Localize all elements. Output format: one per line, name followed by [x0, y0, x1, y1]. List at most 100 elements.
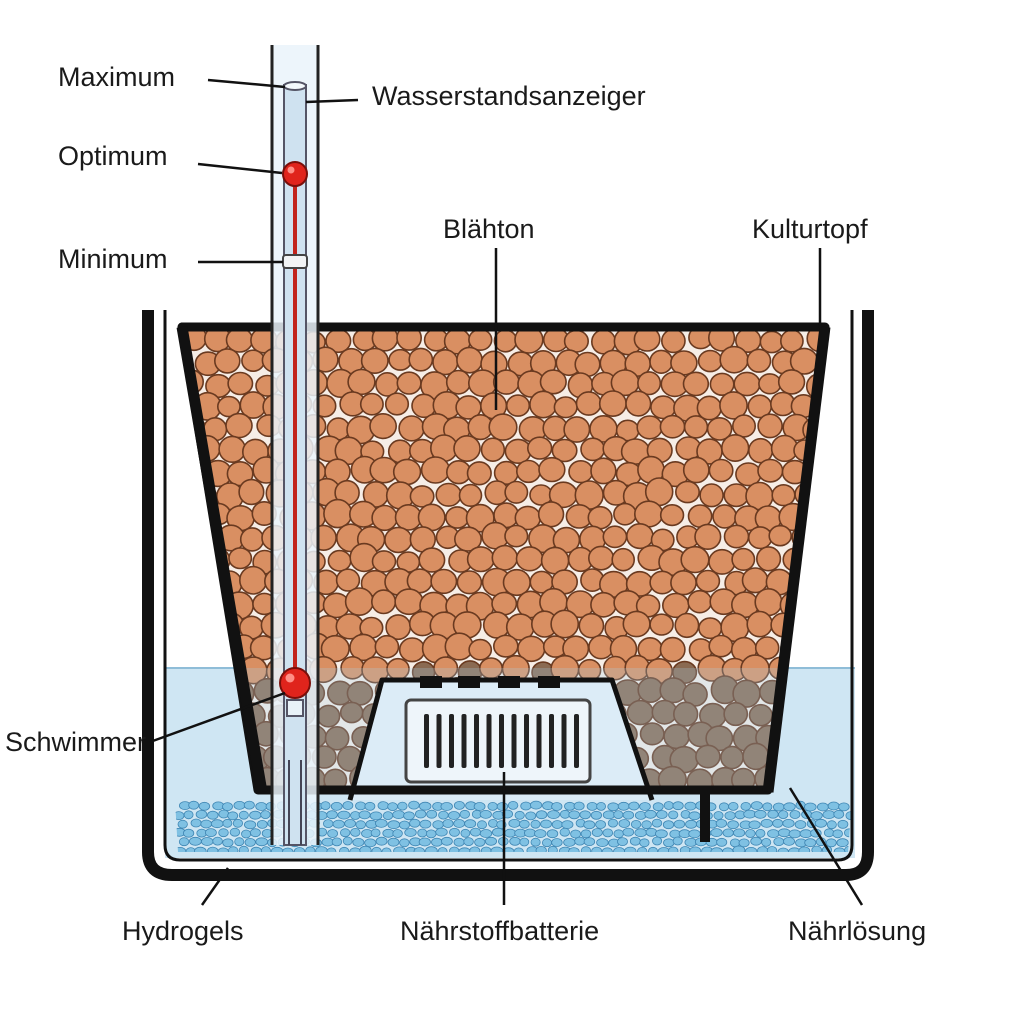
clay-ball [182, 395, 192, 421]
clay-ball [526, 436, 553, 460]
hydrogel-bead [833, 809, 845, 819]
hydrogel-bead [724, 811, 736, 820]
clay-ball [182, 612, 197, 637]
hydrogel-bead [672, 836, 683, 846]
hydrogel-bead [596, 802, 606, 811]
hydrogel-bead [487, 819, 498, 828]
hydrogel-bead [243, 800, 255, 810]
hydrogel-bead [823, 828, 835, 838]
label-hydrogels: Hydrogels [122, 916, 244, 946]
hydrogel-bead [232, 818, 243, 828]
battery-vent-slot [424, 714, 429, 768]
clay-ball [819, 614, 825, 641]
hydrogel-bead [507, 801, 519, 810]
clay-ball [568, 460, 594, 484]
clay-ball [563, 329, 590, 353]
hydrogel-bead [207, 810, 219, 820]
battery-vent-slot [574, 714, 579, 768]
clay-ball [396, 327, 423, 351]
hydrogel-bead [222, 802, 233, 811]
hydrogel-bead [194, 846, 207, 852]
hydrogel-bead [745, 829, 756, 838]
hydrogel-bead [238, 810, 249, 820]
hydrogel-bead [381, 847, 392, 852]
clay-ball [802, 592, 825, 620]
clay-ball [777, 369, 806, 395]
hydrogel-bead [773, 837, 785, 846]
battery-vent-slot [549, 714, 554, 768]
hydrogel-bead [551, 802, 563, 811]
clay-ball [590, 591, 617, 618]
hydrogel-bead [344, 819, 357, 828]
label-float: Schwimmer [5, 727, 147, 757]
water-level-indicator [270, 45, 320, 846]
hydrogel-bead [320, 801, 331, 810]
clay-ball [790, 615, 816, 639]
clay-ball [398, 637, 426, 663]
optimum-marker-ball [282, 161, 308, 187]
hydrogel-bead [504, 828, 517, 838]
hydrogel-bead [183, 810, 194, 820]
hydrogel-bead [822, 810, 836, 819]
hydrogel-bead [479, 829, 493, 838]
hydrogel-bead [440, 802, 453, 811]
clay-ball [550, 609, 580, 639]
clay-ball [706, 416, 733, 441]
hydrogel-bead [496, 802, 509, 811]
hydrogel-bead [622, 827, 635, 837]
hydrogel-bead [710, 828, 723, 837]
hydrogel-bead [255, 802, 268, 811]
hydrogel-bead [355, 820, 366, 830]
hydrogel-bead [419, 801, 432, 811]
hydrogel-bead [371, 846, 382, 852]
clay-ball [227, 371, 254, 396]
clay-ball [633, 500, 664, 528]
battery-vent-slot [536, 714, 542, 768]
clay-ball [754, 636, 780, 660]
hydrogel-bead [596, 838, 609, 847]
hydrogel-bead [716, 837, 728, 847]
battery-vent-slot [524, 714, 529, 768]
hydrogel-bead [403, 811, 415, 821]
hydrogel-bead [392, 829, 403, 838]
clay-ball [649, 349, 674, 374]
hydrogel-bead [750, 836, 762, 846]
hydrogel-bead [212, 836, 223, 846]
hydrogel-bead [222, 818, 233, 828]
hydrogel-bead [668, 810, 679, 820]
hydrogel-bead [641, 820, 652, 830]
hydrogel-bead [534, 829, 547, 838]
hydrogel-bead [832, 829, 843, 839]
hydrogel-bead [453, 837, 465, 847]
clay-ball [214, 348, 241, 374]
hydrogel-bead [281, 847, 294, 852]
label-maximum: Maximum [58, 62, 176, 92]
hydrogel-bead [520, 801, 532, 811]
clay-ball [504, 524, 529, 548]
clay-ball [504, 480, 529, 504]
clay-ball [674, 612, 700, 639]
hydrogel-bead [227, 811, 239, 821]
clay-ball [445, 506, 470, 529]
hydrogel-bead [370, 828, 381, 838]
clay-ball [225, 412, 253, 439]
hydrogel-bead [514, 810, 525, 820]
battery-vent-slot [561, 714, 567, 768]
hydrogel-bead [330, 802, 343, 811]
clay-ball [189, 567, 219, 595]
clay-ball [371, 504, 398, 532]
label-nutrient-solution: Nährlösung [788, 916, 927, 946]
hydrogel-bead [432, 820, 444, 829]
hydrogel-bead [382, 828, 395, 838]
clay-ball [695, 569, 721, 593]
hydrogel-bead [326, 810, 338, 820]
hydrogel-bead [547, 845, 558, 852]
clay-ball [371, 589, 397, 615]
clay-ball [239, 527, 265, 552]
hydrogel-bead [590, 810, 603, 820]
hydrogel-bead [476, 820, 487, 830]
hydrogel-bead [601, 847, 613, 852]
hydrogel-bead [409, 818, 421, 828]
clay-ball [491, 544, 519, 571]
